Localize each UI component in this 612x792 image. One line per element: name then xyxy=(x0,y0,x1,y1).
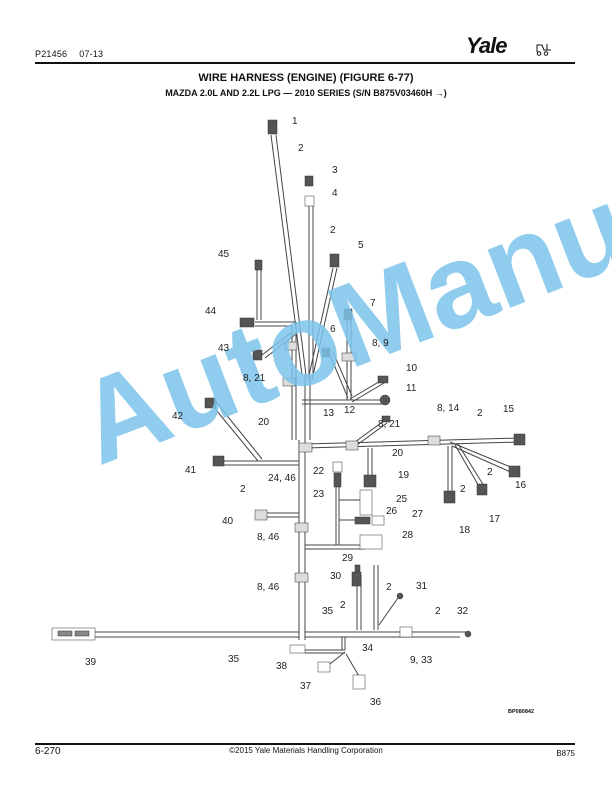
callout-label: 32 xyxy=(457,606,469,617)
callout-label: 39 xyxy=(85,657,97,668)
callout-label: 40 xyxy=(222,516,234,527)
yale-logo: Yale xyxy=(466,33,507,58)
callout-label: 10 xyxy=(406,363,418,374)
callout-label: 15 xyxy=(503,404,515,415)
callout-label: 27 xyxy=(412,509,424,520)
callout-label: 36 xyxy=(370,697,382,708)
callout-label: 20 xyxy=(392,448,404,459)
page-subtitle: MAZDA 2.0L AND 2.2L LPG — 2010 SERIES (S… xyxy=(165,88,447,98)
callout-label: 9, 33 xyxy=(410,655,433,666)
callout-label: 41 xyxy=(185,465,197,476)
callout-label: 4 xyxy=(332,188,338,199)
callout-label: 30 xyxy=(330,571,342,582)
part-number: P21456 xyxy=(35,49,68,59)
callout-label: 8, 46 xyxy=(257,582,280,593)
callout-label: 25 xyxy=(396,494,408,505)
callout-label: 2 xyxy=(240,484,246,495)
callout-label: 26 xyxy=(386,506,398,517)
callout-label: 8, 21 xyxy=(243,373,266,384)
date-code: 07-13 xyxy=(79,49,104,59)
callout-label: 23 xyxy=(313,489,325,500)
callout-label: 16 xyxy=(515,480,527,491)
footer-rule xyxy=(35,743,575,745)
callout-label: 29 xyxy=(342,553,354,564)
callout-label: 22 xyxy=(313,466,325,477)
callout-label: 2 xyxy=(460,484,466,495)
copyright: ©2015 Yale Materials Handling Corporatio… xyxy=(229,746,383,755)
callout-label: 37 xyxy=(300,681,312,692)
callout-label: 45 xyxy=(218,249,230,260)
callout-label: 35 xyxy=(228,654,240,665)
figure-id: BP080842 xyxy=(508,709,534,715)
callout-label: 11 xyxy=(406,383,417,394)
callout-label: 2 xyxy=(330,225,336,236)
callout-label: 2 xyxy=(477,408,483,419)
header-left: P21456 07-13 xyxy=(35,49,103,59)
header-rule xyxy=(35,62,575,64)
callout-label: 43 xyxy=(218,343,230,354)
callout-label: 34 xyxy=(362,643,374,654)
callout-label: 8, 9 xyxy=(372,338,389,349)
callout-label: 8, 46 xyxy=(257,532,280,543)
callout-label: 13 xyxy=(323,408,335,419)
callout-label: 2 xyxy=(487,467,493,478)
page-title: WIRE HARNESS (ENGINE) (FIGURE 6-77) xyxy=(198,72,414,84)
callout-label: 19 xyxy=(398,470,410,481)
forklift-icon xyxy=(536,44,551,56)
callout-label: 20 xyxy=(258,417,270,428)
callout-label: 8, 21 xyxy=(378,419,401,430)
callout-label: 44 xyxy=(205,306,217,317)
callout-label: 2 xyxy=(298,143,304,154)
model-code: B875 xyxy=(556,749,575,758)
callout-label: 12 xyxy=(344,405,356,416)
callout-label: 18 xyxy=(459,525,471,536)
callout-label: 2 xyxy=(340,600,346,611)
callout-label: 7 xyxy=(370,298,376,309)
callout-label: 35 xyxy=(322,606,334,617)
callout-label: 8, 14 xyxy=(437,403,460,414)
callout-label: 5 xyxy=(358,240,364,251)
callout-label: 24, 46 xyxy=(268,473,296,484)
callout-label: 31 xyxy=(416,581,428,592)
callout-label: 1 xyxy=(292,116,298,127)
callout-label: 2 xyxy=(435,606,441,617)
callout-label: 42 xyxy=(172,411,184,422)
callout-label: 17 xyxy=(489,514,501,525)
page-number: 6-270 xyxy=(35,746,61,757)
callout-label: 38 xyxy=(276,661,288,672)
callout-label: 28 xyxy=(402,530,414,541)
callout-label: 2 xyxy=(386,582,392,593)
callout-label: 3 xyxy=(332,165,338,176)
callout-label: 6 xyxy=(330,324,336,335)
